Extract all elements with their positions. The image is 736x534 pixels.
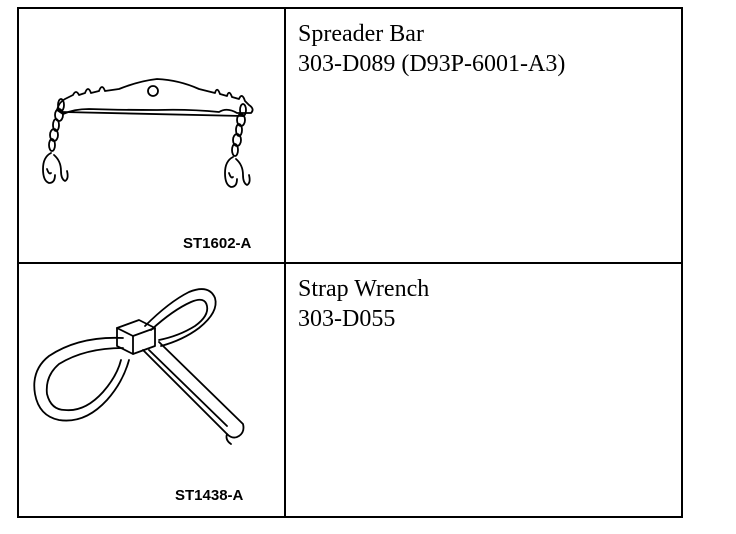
figure-id: ST1438-A — [175, 487, 244, 504]
figure-id: ST1602-A — [183, 235, 252, 252]
spreader-bar-icon — [42, 78, 254, 188]
tool-illustration-cell: ST1602-A — [19, 9, 286, 264]
strap-wrench-icon — [33, 288, 245, 445]
tool-part-number: 303-D089 (D93P-6001-A3) — [298, 51, 566, 77]
special-tools-table: ST1602-A Spreader Bar 303-D089 (D93P-600… — [17, 7, 683, 518]
tool-description-cell: Spreader Bar 303-D089 (D93P-6001-A3) — [286, 9, 681, 264]
tool-description-cell: Strap Wrench 303-D055 — [286, 264, 681, 516]
tool-name: Spreader Bar — [298, 21, 424, 47]
tool-name: Strap Wrench — [298, 276, 430, 302]
tool-part-number: 303-D055 — [298, 306, 396, 332]
tool-illustration-cell: ST1438-A — [19, 264, 286, 516]
